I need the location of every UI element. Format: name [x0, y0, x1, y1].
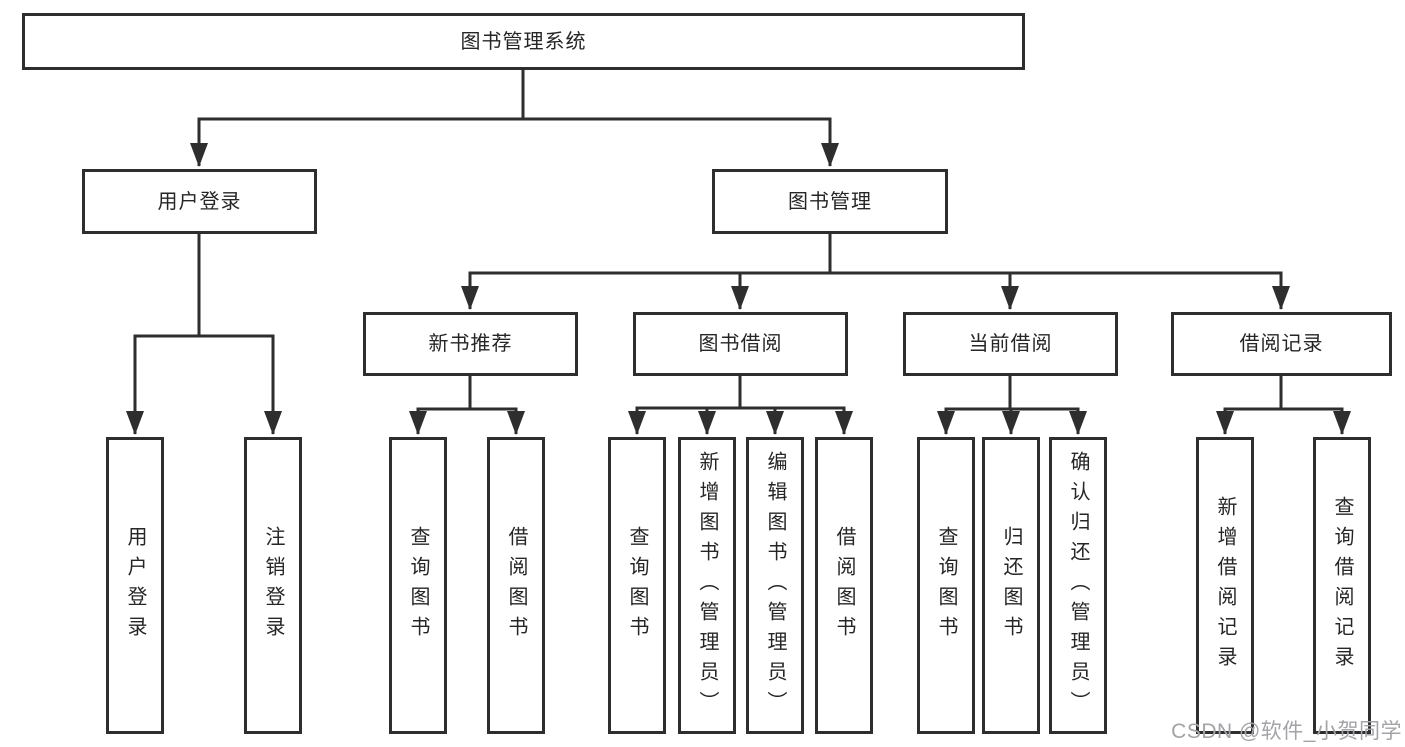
- connector-borrow-record-to-leaves: [1216, 374, 1351, 435]
- node-library-system: 图书管理系统: [22, 13, 1025, 70]
- node-label: 图书管理系统: [460, 30, 587, 53]
- node-label: 当前借阅: [968, 333, 1053, 355]
- leaf-label: 归还图书: [1000, 525, 1022, 646]
- leaf-current-confirm-return-admin: 确认归还（管理员）: [1049, 437, 1107, 734]
- node-label: 图书管理: [788, 190, 872, 213]
- leaf-label: 查询图书: [935, 525, 957, 646]
- node-current-borrowing: 当前借阅: [903, 312, 1118, 376]
- leaf-label: 查询借阅记录: [1331, 495, 1353, 676]
- connector-book-mgmt-to-level3: [461, 232, 1290, 310]
- leaf-logout: 注销登录: [244, 437, 302, 734]
- leaf-label: 确认归还（管理员）: [1067, 450, 1089, 721]
- leaf-current-query-books: 查询图书: [917, 437, 975, 734]
- csdn-watermark: CSDN @软件_小贺同学: [1171, 720, 1402, 743]
- leaf-label: 注销登录: [262, 525, 284, 646]
- node-user-login: 用户登录: [82, 169, 317, 234]
- connector-new-book-rec-to-leaves: [409, 374, 525, 435]
- node-borrowing-records: 借阅记录: [1171, 312, 1392, 376]
- node-label: 图书借阅: [698, 333, 783, 355]
- leaf-label: 查询图书: [407, 525, 429, 646]
- leaf-newrec-query-books: 查询图书: [389, 437, 447, 734]
- leaf-newrec-borrow-books: 借阅图书: [487, 437, 545, 734]
- leaf-label: 查询图书: [626, 525, 648, 646]
- leaf-borrow-add-books-admin: 新增图书（管理员）: [678, 437, 736, 734]
- leaf-label: 编辑图书（管理员）: [764, 450, 786, 721]
- leaf-borrow-edit-books-admin: 编辑图书（管理员）: [746, 437, 804, 734]
- node-label: 用户登录: [157, 190, 242, 213]
- node-label: 借阅记录: [1239, 333, 1324, 355]
- leaf-label: 借阅图书: [833, 525, 855, 646]
- node-book-borrowing: 图书借阅: [633, 312, 848, 376]
- connector-book-borrow-to-leaves: [628, 374, 853, 435]
- leaf-borrow-query-books: 查询图书: [608, 437, 666, 734]
- node-new-book-recommend: 新书推荐: [363, 312, 578, 376]
- node-label: 新书推荐: [428, 333, 513, 355]
- leaf-label: 借阅图书: [505, 525, 527, 646]
- connector-user-login-to-leaves: [126, 232, 282, 435]
- leaf-label: 用户登录: [124, 525, 146, 646]
- connector-current-borrow-to-leaves: [937, 374, 1087, 435]
- leaf-label: 新增借阅记录: [1214, 495, 1236, 676]
- leaf-record-query-borrow-record: 查询借阅记录: [1313, 437, 1371, 734]
- leaf-label: 新增图书（管理员）: [696, 450, 718, 721]
- leaf-record-add-borrow-record: 新增借阅记录: [1196, 437, 1254, 734]
- node-book-management: 图书管理: [712, 169, 948, 234]
- leaf-borrow-borrow-books: 借阅图书: [815, 437, 873, 734]
- leaf-current-return-books: 归还图书: [982, 437, 1040, 734]
- connector-root-to-level2: [190, 68, 839, 167]
- leaf-user-login: 用户登录: [106, 437, 164, 734]
